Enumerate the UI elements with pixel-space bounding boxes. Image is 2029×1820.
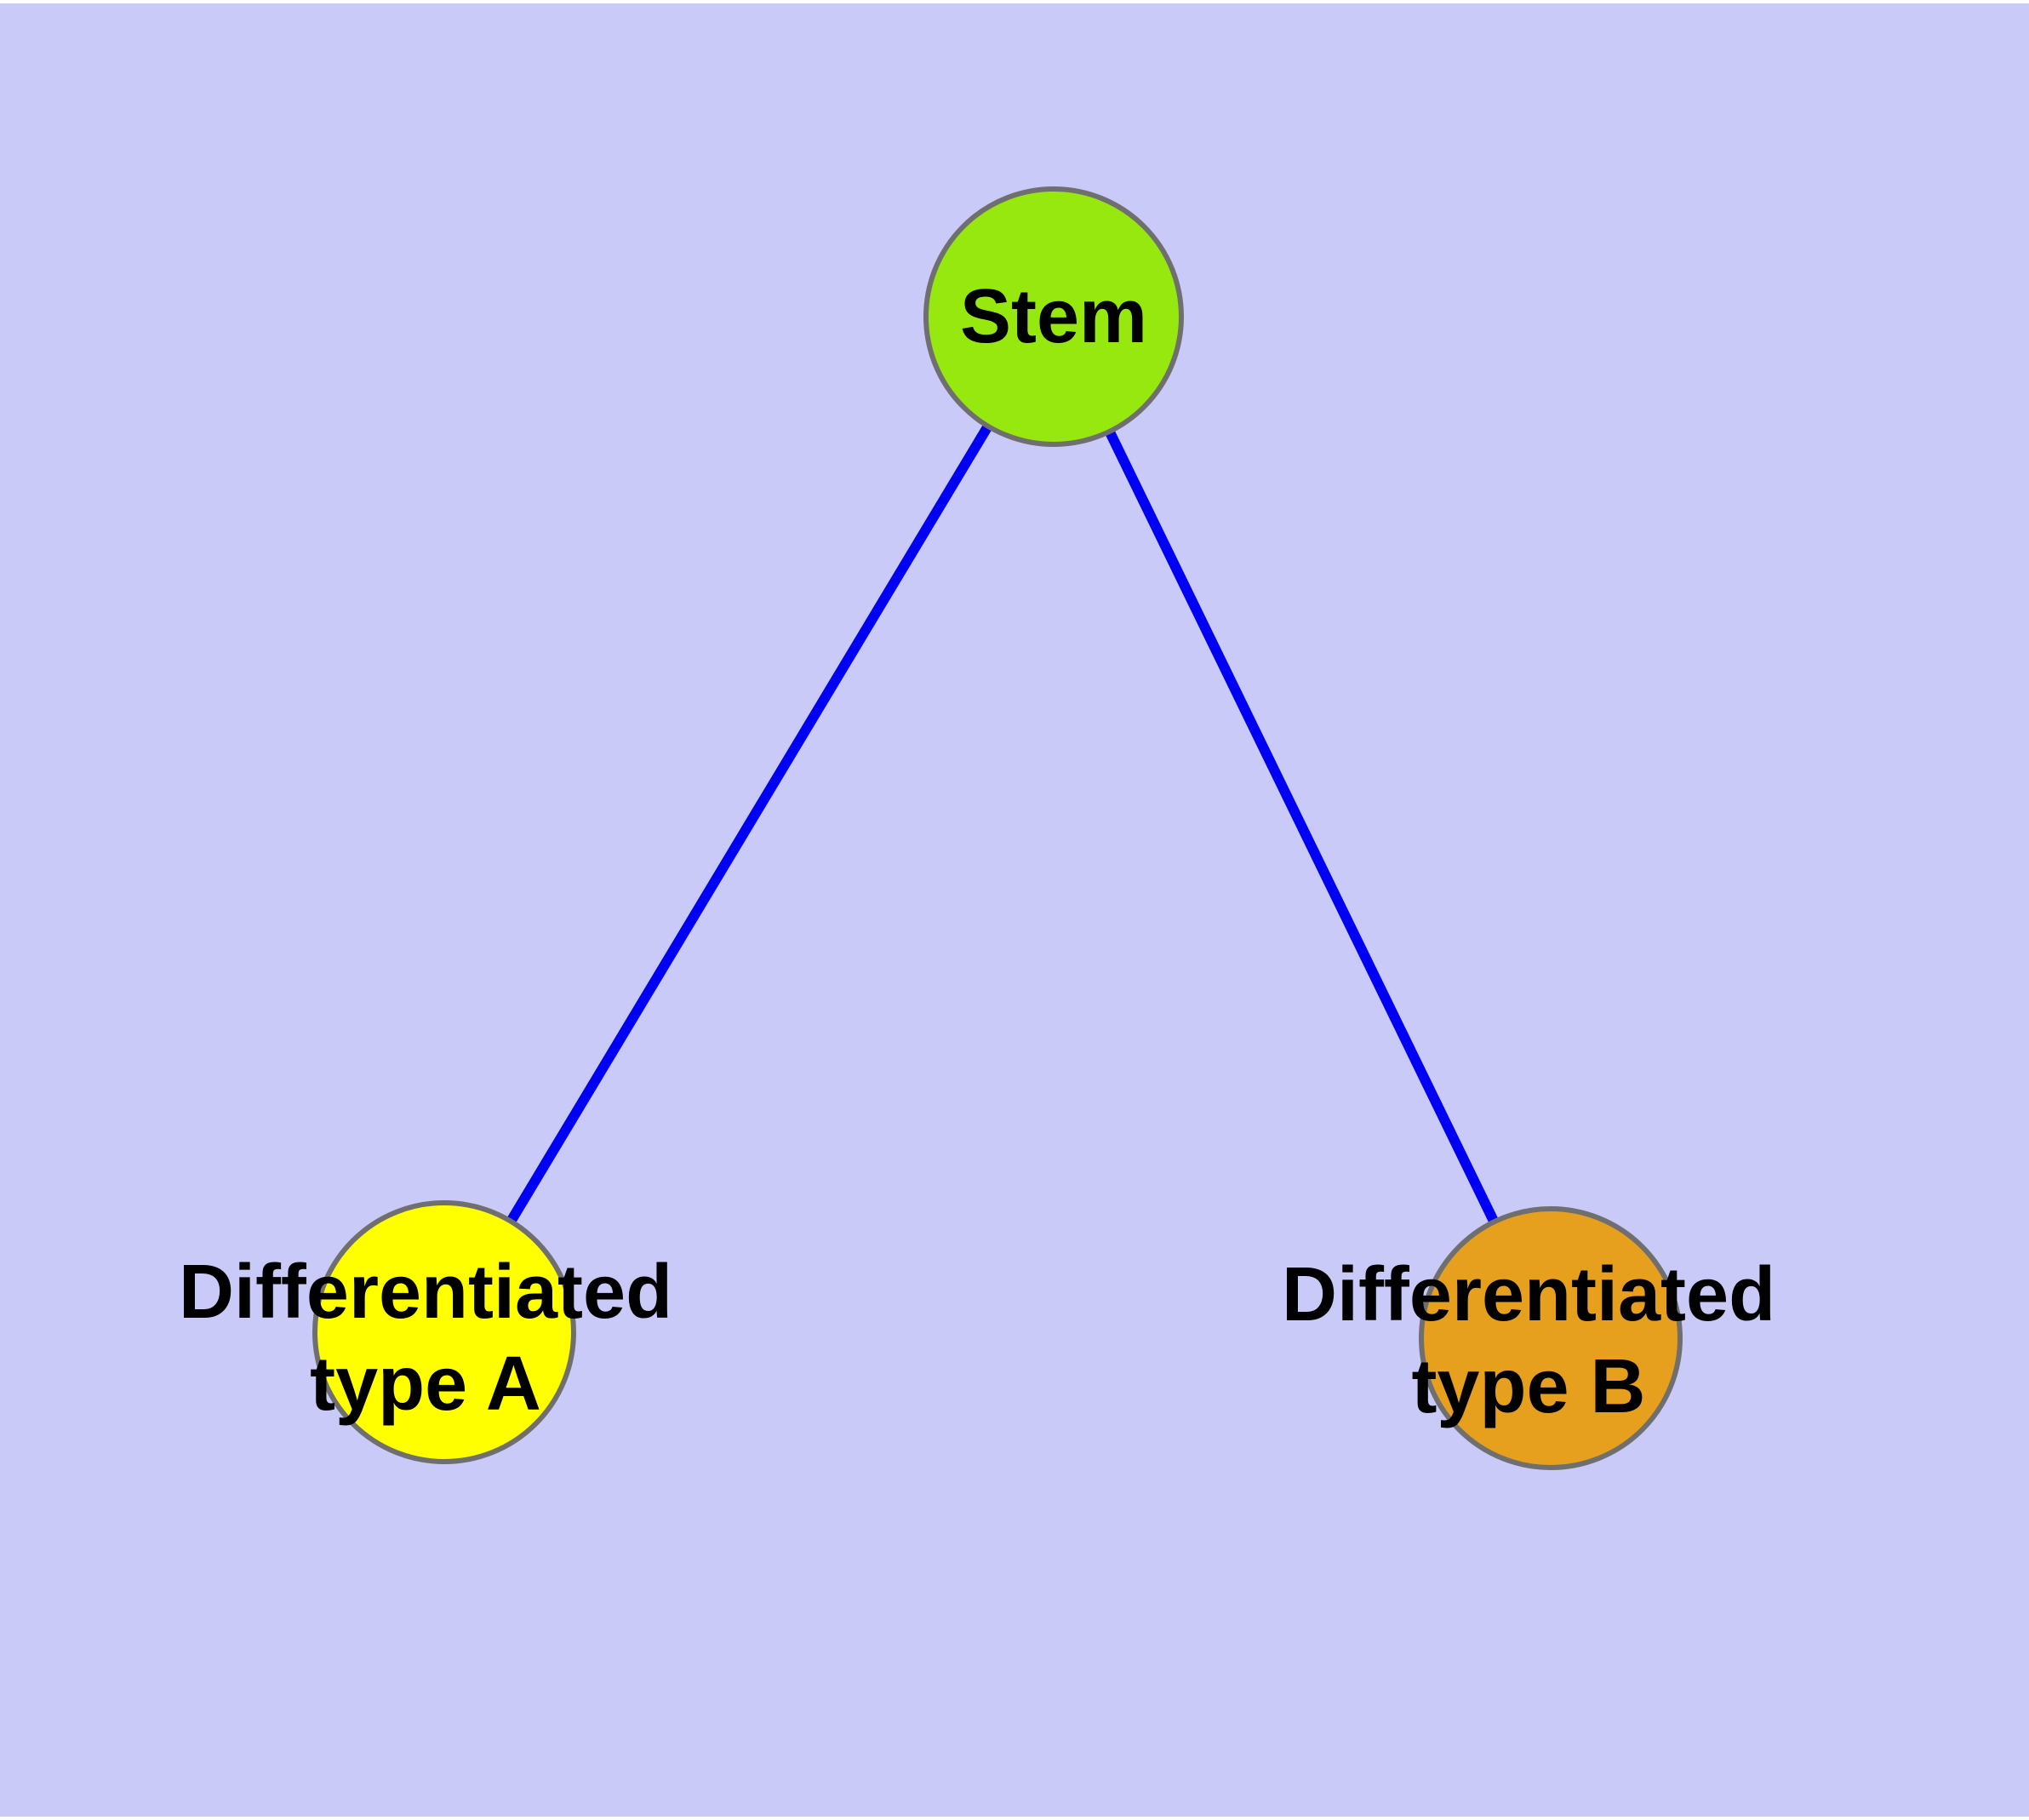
node-type-b-label-line2: type B	[1411, 1344, 1646, 1429]
node-type-a-label: Differentiated type A	[179, 1246, 672, 1430]
node-type-a-circle	[312, 1200, 576, 1464]
node-type-b-label: Differentiated type B	[1282, 1249, 1775, 1433]
edge-stem-to-type-a	[439, 313, 1059, 1336]
node-stem-circle	[923, 186, 1184, 447]
graph-svg	[312, 186, 1683, 1470]
node-type-b-circle	[1419, 1206, 1683, 1470]
node-type-b-label-line1: Differentiated	[1281, 1252, 1776, 1337]
diagram-canvas: Stem Differentiated type A Differentiate…	[0, 3, 2029, 1817]
node-type-a-label-line2: type A	[310, 1342, 541, 1427]
node-stem-label: Stem	[959, 274, 1148, 359]
edge-stem-to-type-b	[1049, 314, 1556, 1341]
node-type-a-label-line1: Differentiated	[178, 1250, 673, 1335]
